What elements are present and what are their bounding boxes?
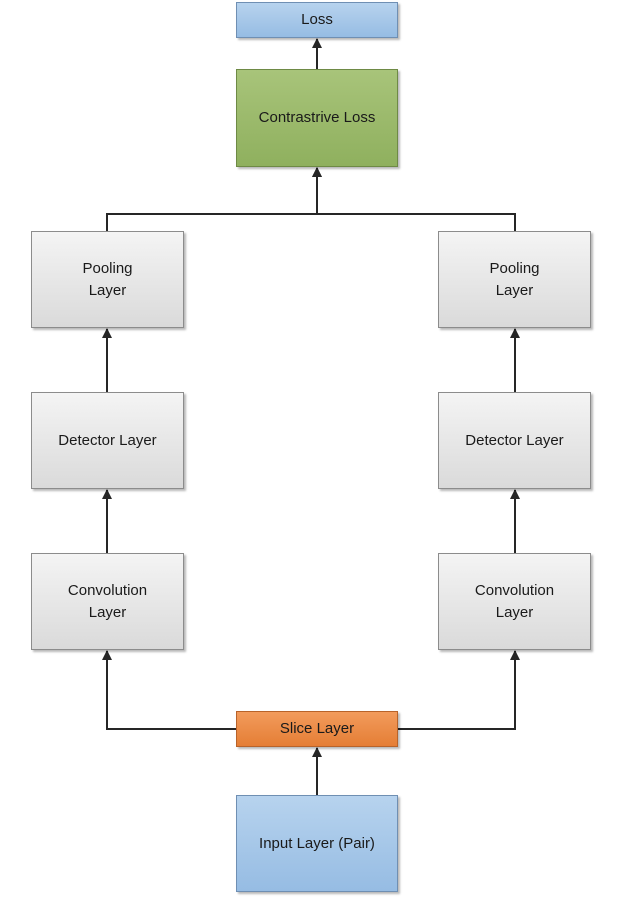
input-layer-node: Input Layer (Pair) [236,795,398,892]
loss-node: Loss [236,2,398,38]
slice-layer-node: Slice Layer [236,711,398,747]
edge-slice-to-convolution-right [398,650,520,730]
convolution-layer-left-node: Convolution Layer [31,553,184,650]
edge-pooling-left-to-contrastive-loss [106,167,322,231]
convolution-layer-right-node: Convolution Layer [438,553,591,650]
detector-layer-left-node: Detector Layer [31,392,184,489]
pooling-layer-left-node: Pooling Layer [31,231,184,328]
detector-layer-right-node: Detector Layer [438,392,591,489]
contrastive-loss-node: Contrastrive Loss [236,69,398,167]
edge-slice-to-convolution-left [102,650,236,730]
pooling-layer-right-node: Pooling Layer [438,231,591,328]
edge-pooling-right-to-contrastive-loss [312,167,516,231]
